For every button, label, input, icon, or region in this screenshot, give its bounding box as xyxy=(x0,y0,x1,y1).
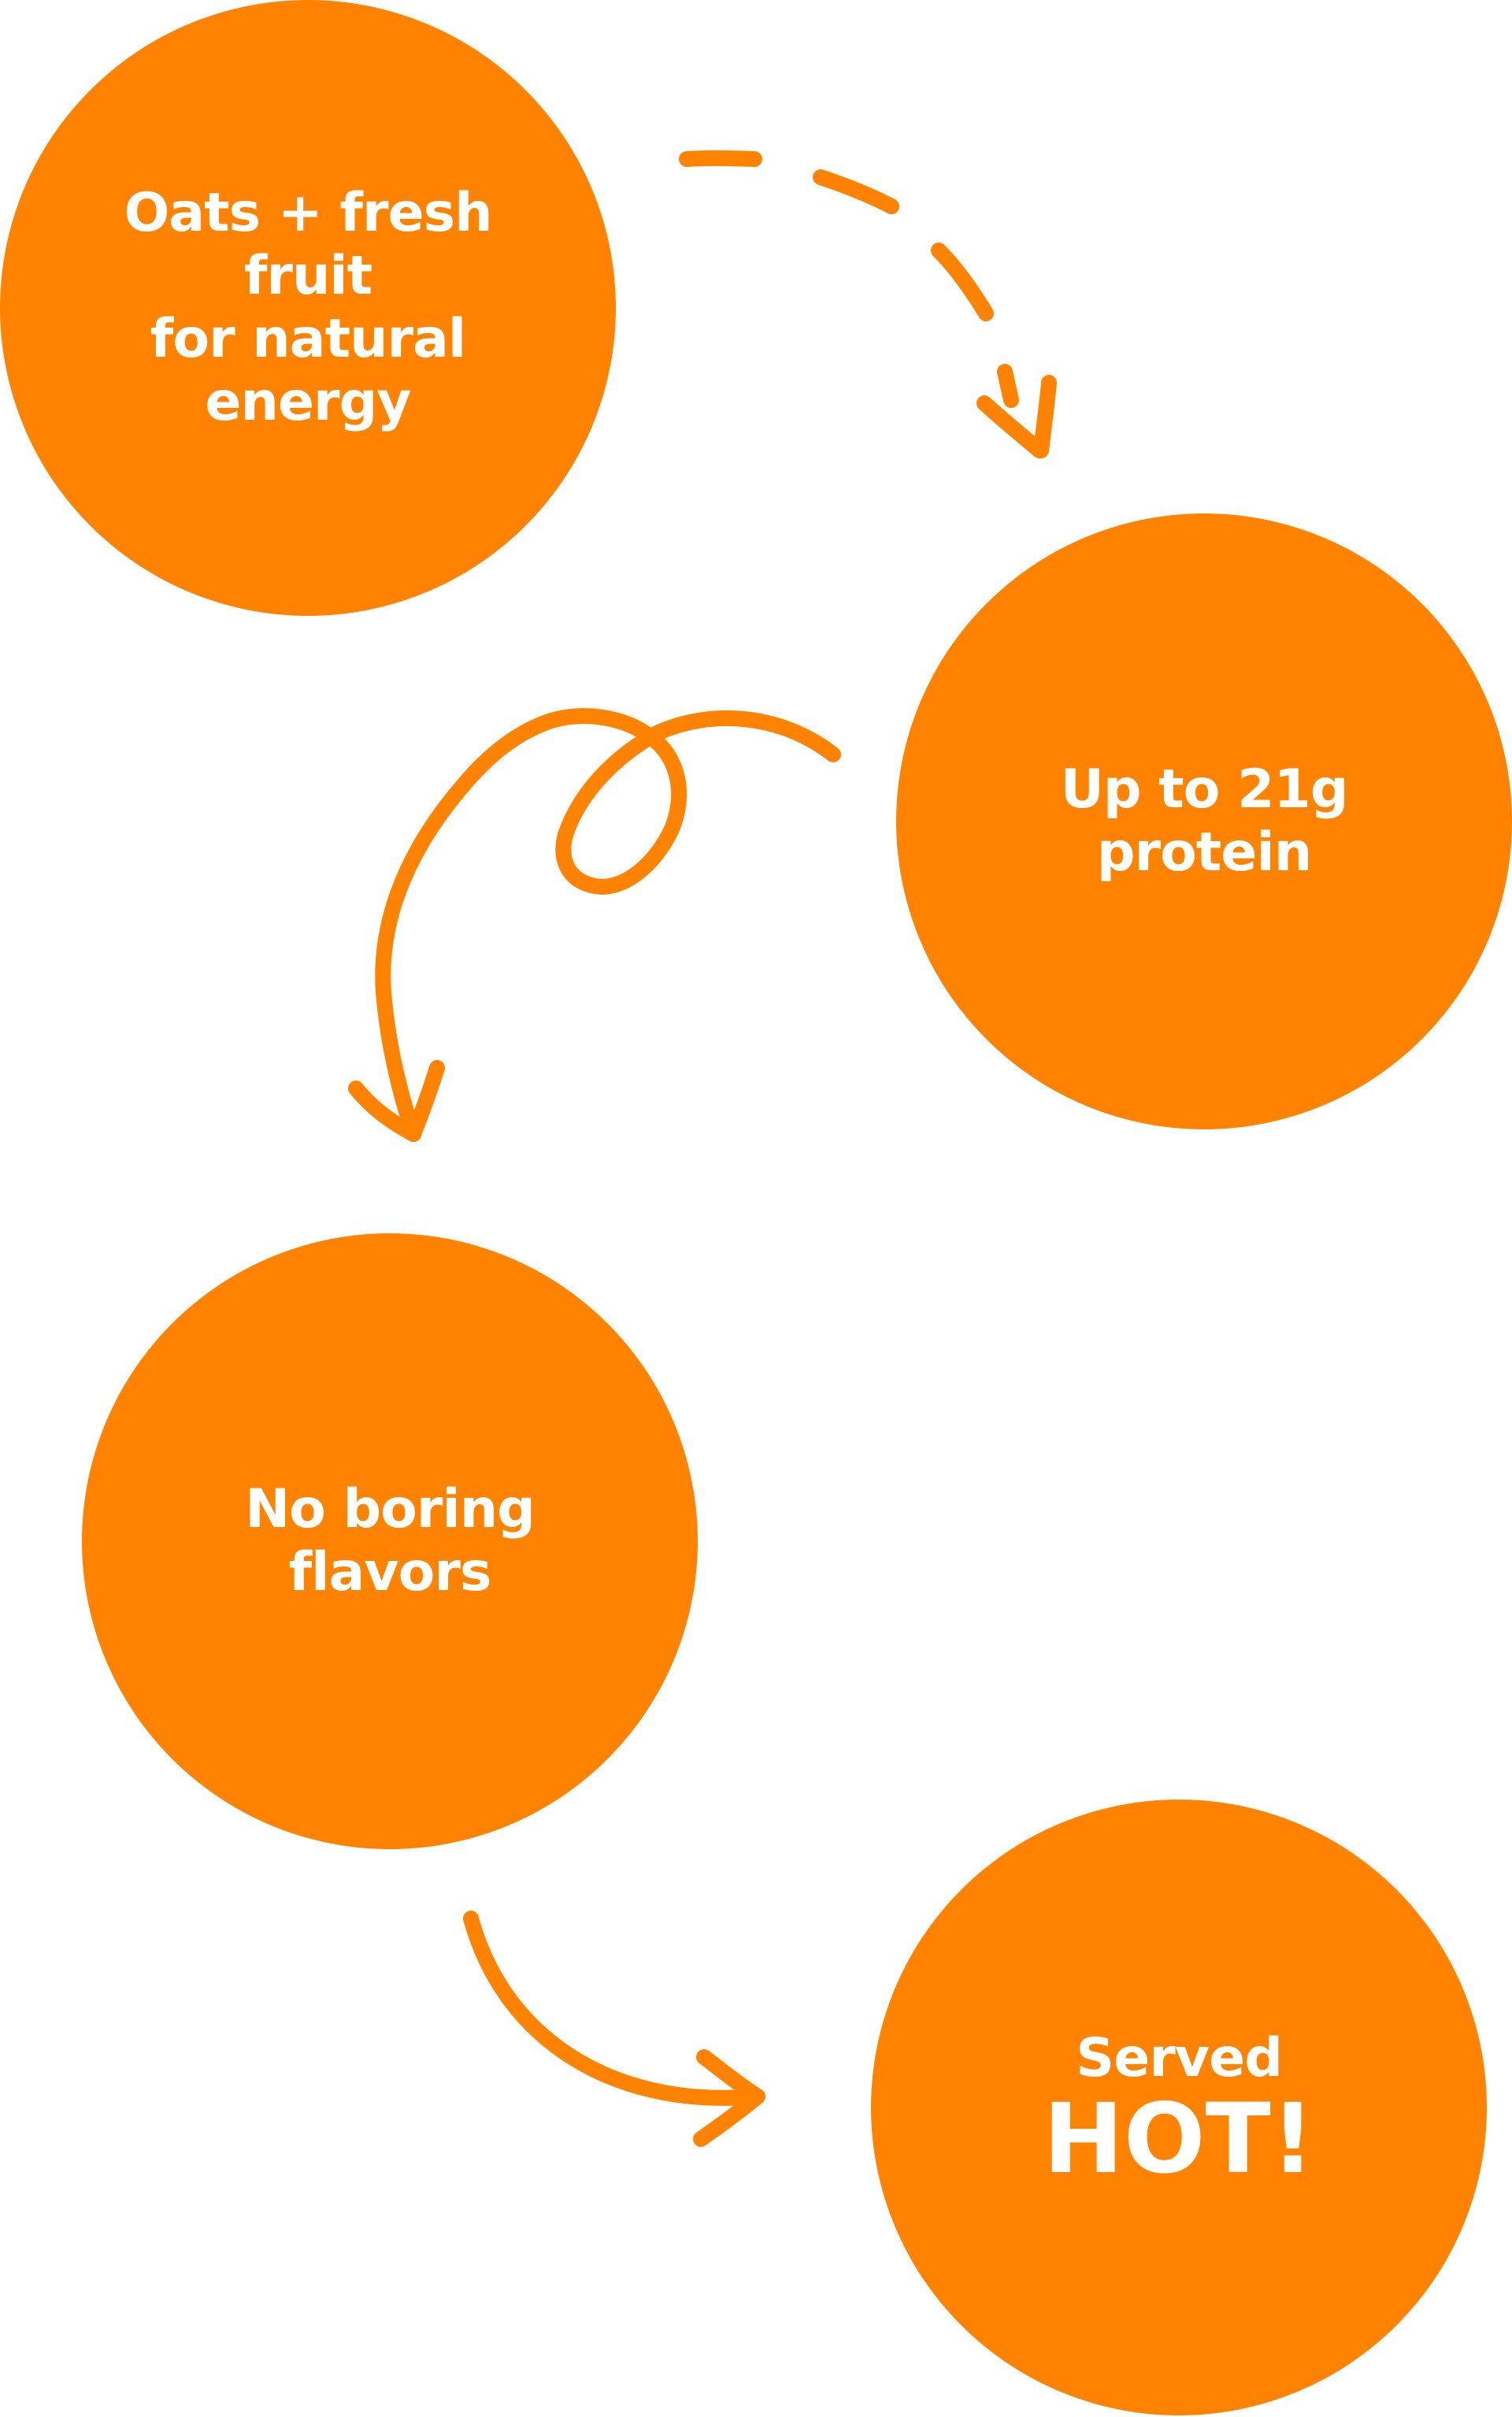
feature-line: Up to 21g xyxy=(1060,758,1349,821)
feature-circle-oats: Oats + fresh fruit for natural energy xyxy=(0,0,616,616)
feature-text-hot: Served HOT! xyxy=(1043,2027,1315,2189)
feature-line: Served xyxy=(1076,2026,1283,2089)
curved-arrow-icon xyxy=(463,1911,765,2147)
feature-circle-hot: Served HOT! xyxy=(871,1800,1487,2415)
feature-text-protein: Up to 21g protein xyxy=(1060,758,1349,884)
feature-text-oats: Oats + fresh fruit for natural energy xyxy=(124,182,492,434)
feature-circle-protein: Up to 21g protein xyxy=(896,513,1512,1129)
loop-arrow-icon xyxy=(348,708,841,1142)
feature-line: for natural xyxy=(150,308,466,370)
feature-text-flavors: No boring flavors xyxy=(245,1478,536,1604)
feature-line: Oats + fresh xyxy=(124,182,492,244)
feature-line: energy xyxy=(205,371,411,433)
feature-line: protein xyxy=(1096,821,1312,884)
dashed-arrow-icon xyxy=(679,150,1057,458)
feature-line: flavors xyxy=(288,1541,492,1603)
feature-circle-flavors: No boring flavors xyxy=(82,1233,698,1849)
feature-line: No boring xyxy=(245,1478,536,1540)
feature-emphasis: HOT! xyxy=(1043,2082,1315,2195)
feature-line: fruit xyxy=(243,245,372,307)
